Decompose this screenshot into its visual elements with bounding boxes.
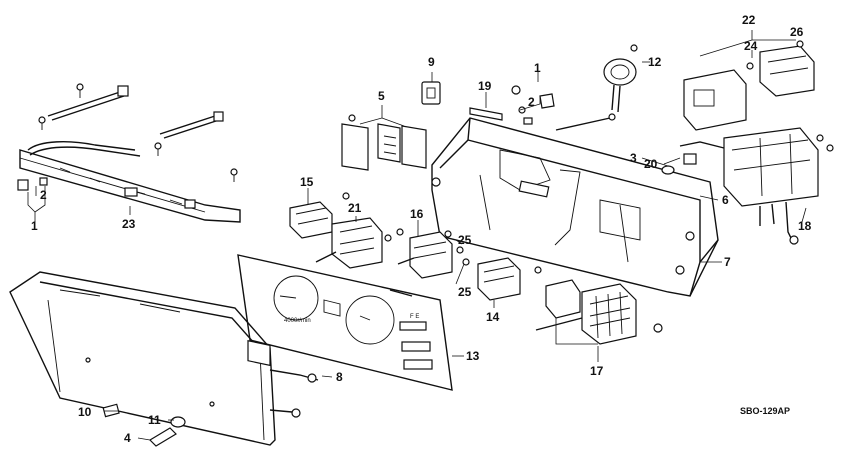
callout-3: 3: [630, 151, 637, 165]
leader-lines: [34, 30, 807, 441]
callout-1-top: 1: [534, 61, 541, 75]
lead-wire-top: [38, 83, 238, 182]
connector-9: [421, 81, 441, 105]
callout-15: 15: [300, 175, 314, 189]
callout-25-lower: 25: [458, 285, 472, 299]
callout-17: 17: [590, 364, 604, 378]
callout-5: 5: [378, 89, 385, 103]
meter-visor: [9, 271, 319, 446]
meter-face-panel: 4000r/min F E: [237, 254, 453, 391]
bulb-socket-top: [511, 85, 555, 125]
callout-13: 13: [466, 349, 480, 363]
panel-gauge-mark: F E: [410, 314, 419, 320]
printed-circuit-strip: [19, 141, 241, 223]
callout-20: 20: [644, 157, 658, 171]
callout-19: 19: [478, 79, 492, 93]
parts-3-20: [661, 153, 697, 175]
callout-1-left: 1: [31, 219, 38, 233]
callout-10: 10: [78, 405, 92, 419]
screws-25: [456, 246, 470, 266]
connector-5: [341, 114, 427, 171]
control-unit-17: [535, 279, 663, 345]
plate-part: [469, 107, 503, 121]
callout-18: 18: [798, 219, 812, 233]
small-bulbs: [102, 403, 186, 447]
callout-21: 21: [348, 201, 362, 215]
screw-rod: [555, 113, 616, 131]
module-18: [679, 127, 834, 245]
callout-12: 12: [648, 55, 662, 69]
callout-7: 7: [724, 255, 731, 269]
callout-11: 11: [148, 413, 161, 427]
callout-26: 26: [790, 25, 804, 39]
switch-14: [477, 257, 542, 301]
switch-21: [315, 217, 404, 269]
regulator-22: [683, 40, 815, 131]
switch-16: [397, 230, 453, 279]
callout-24: 24: [744, 39, 758, 53]
bulb-socket-left: [17, 177, 48, 213]
callout-14: 14: [486, 310, 500, 324]
buzzer-part: [603, 44, 638, 113]
callout-9: 9: [428, 55, 435, 69]
callout-23: 23: [122, 217, 136, 231]
callout-16: 16: [410, 207, 424, 221]
callout-25-upper: 25: [458, 233, 472, 247]
callout-8: 8: [336, 370, 343, 384]
callout-labels: 1 2 23 1 2 12 9 5 19 15 21 16 25 25 14 1…: [31, 13, 812, 445]
callout-4: 4: [124, 431, 131, 445]
panel-dial-scale: 4000r/min: [284, 318, 311, 324]
drawing-code: SBO-129AP: [740, 406, 790, 416]
meter-case: [431, 117, 719, 297]
callout-2-left: 2: [40, 188, 47, 202]
callout-2-top: 2: [528, 95, 535, 109]
callout-22: 22: [742, 13, 756, 27]
switch-15: [289, 192, 350, 239]
callout-6: 6: [722, 193, 729, 207]
